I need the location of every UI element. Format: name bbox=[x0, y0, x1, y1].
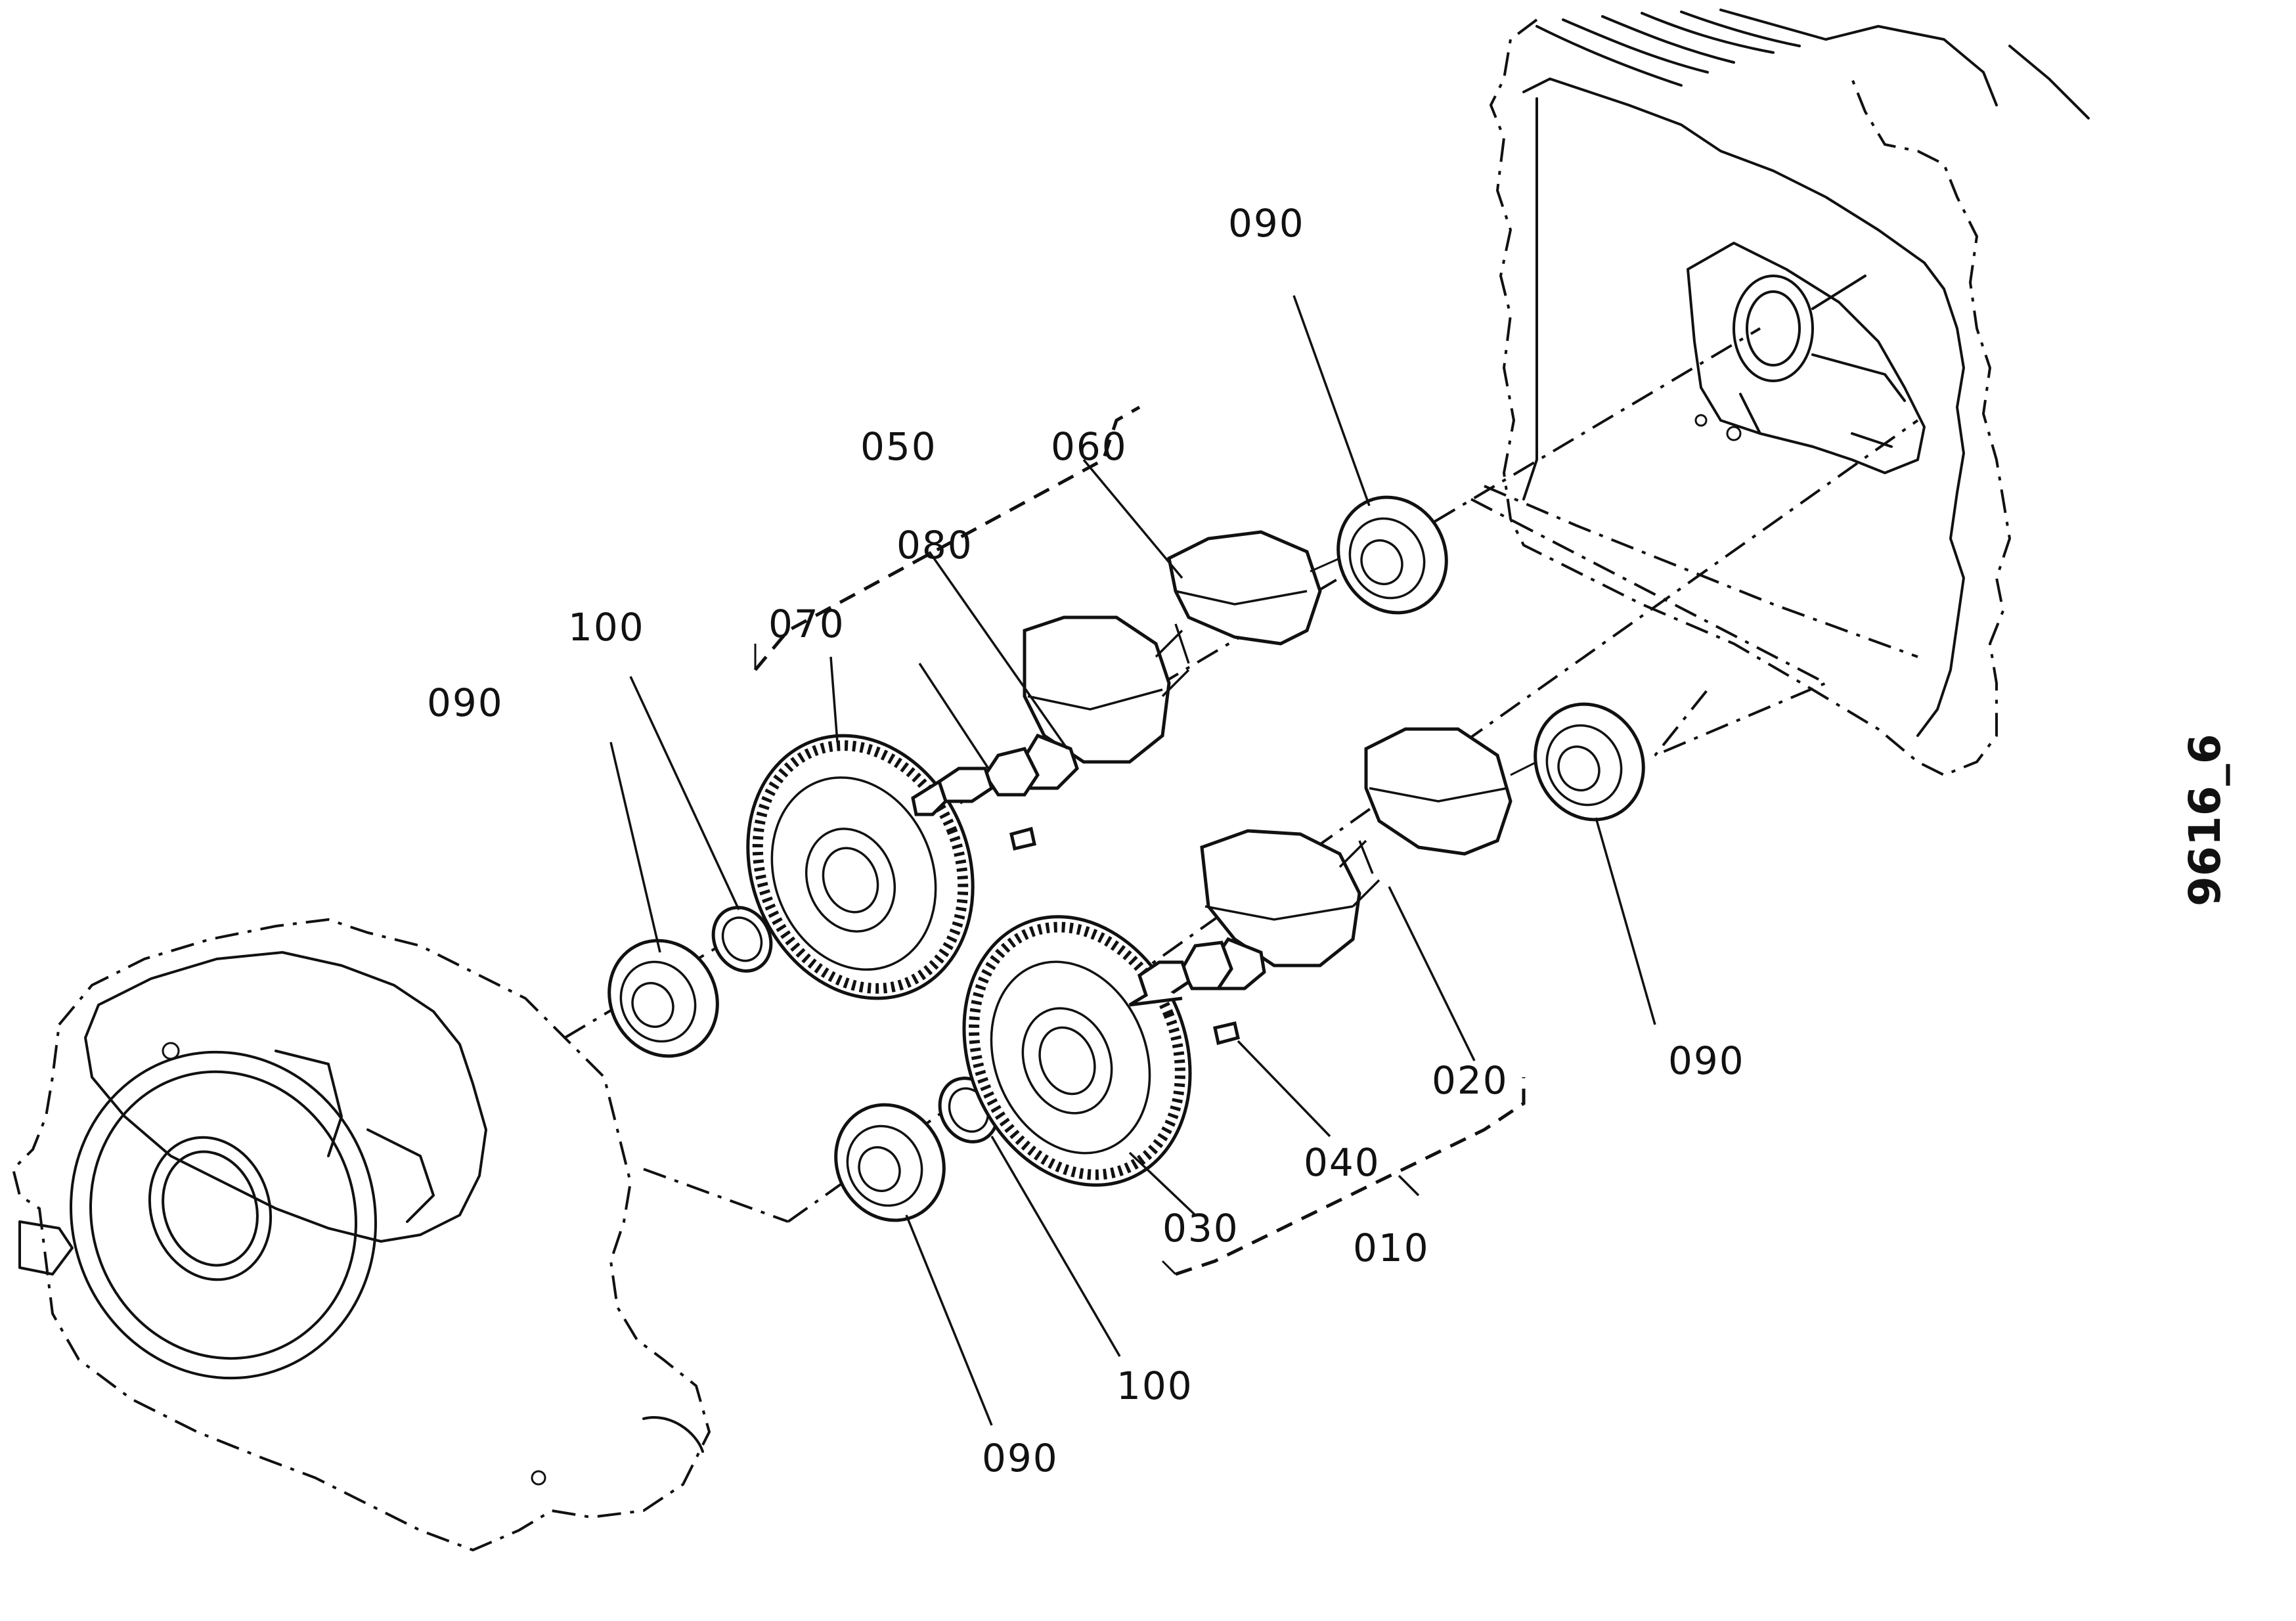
callout-020: 020 bbox=[1432, 1058, 1509, 1103]
callout-090-right: 090 bbox=[1668, 1038, 1745, 1083]
callout-010: 010 bbox=[1353, 1226, 1430, 1270]
callout-090-left: 090 bbox=[427, 680, 504, 725]
drawing-code: 9616_6 bbox=[2180, 734, 2230, 906]
bearing-090-top bbox=[1336, 495, 1448, 615]
callout-090-bottom: 090 bbox=[982, 1436, 1059, 1480]
gear-030 bbox=[962, 915, 1192, 1187]
callout-100-lower: 100 bbox=[1116, 1364, 1193, 1408]
bearing-090-left bbox=[607, 939, 719, 1058]
callout-050: 050 bbox=[860, 424, 937, 469]
callout-040: 040 bbox=[1304, 1140, 1380, 1185]
bearing-090-right bbox=[1534, 702, 1645, 822]
callout-060: 060 bbox=[1051, 424, 1128, 469]
camshaft-060 bbox=[911, 530, 1340, 816]
callout-labels: 090 050 060 080 070 100 090 090 020 040 … bbox=[427, 201, 1745, 1480]
callout-100-upper: 100 bbox=[568, 605, 645, 650]
right-housing bbox=[1489, 9, 2090, 777]
leader-lines bbox=[609, 295, 1656, 1426]
callout-070: 070 bbox=[768, 602, 845, 646]
camshaft-020 bbox=[1128, 727, 1537, 1007]
left-housing bbox=[11, 918, 711, 1552]
callout-030: 030 bbox=[1162, 1206, 1239, 1251]
callout-080: 080 bbox=[896, 523, 973, 567]
assembly-bracket-010 bbox=[1161, 1077, 1526, 1276]
assembly-bracket-050 bbox=[754, 405, 1141, 671]
pin-080 bbox=[1009, 826, 1036, 851]
bearing-090-bottom bbox=[834, 1103, 946, 1222]
washer-100-upper bbox=[711, 906, 773, 973]
gear-070 bbox=[746, 734, 975, 1000]
pin-040 bbox=[1213, 1021, 1240, 1046]
callout-090-top: 090 bbox=[1228, 201, 1305, 246]
